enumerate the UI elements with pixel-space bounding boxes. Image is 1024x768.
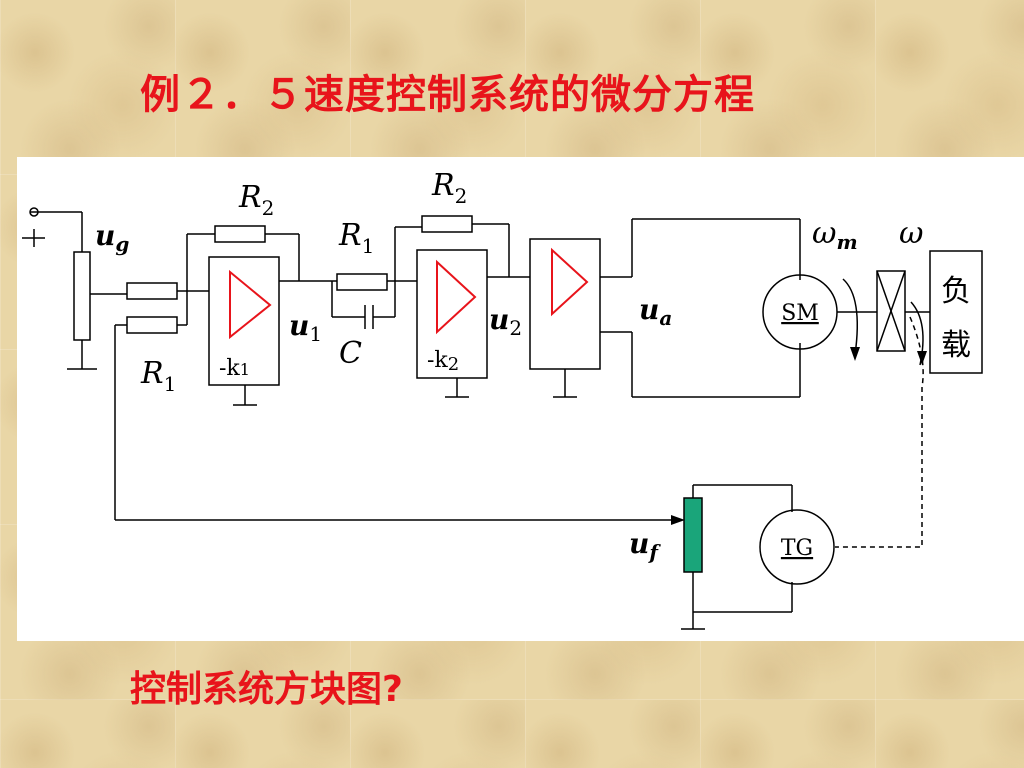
label-k1: -k1 <box>219 356 250 381</box>
label-k2: -k2 <box>427 348 459 375</box>
label-r1-bottom: R1 <box>140 356 176 396</box>
amplifier-k2-triangle <box>436 259 477 335</box>
amplifier-k2 <box>416 249 488 379</box>
label-uf: uf <box>629 527 661 564</box>
label-ua: ua <box>639 293 672 330</box>
label-omega-m: ωm <box>812 216 858 254</box>
label-u2: u2 <box>489 303 522 340</box>
page-title: 例２．５速度控制系统的微分方程 <box>140 72 755 118</box>
resistor-r2-amp1 <box>214 225 266 243</box>
question-text: 控制系统方块图? <box>130 669 403 710</box>
circuit-diagram-panel: ug R2 R1 R2 R1 C u1 u2 ua uf -k1 -k2 SM … <box>17 157 1024 641</box>
circuit-diagram: ug R2 R1 R2 R1 C u1 u2 ua uf -k1 -k2 SM … <box>22 168 983 630</box>
label-load-2: 载 <box>941 328 971 363</box>
resistor-r1-mid <box>336 273 388 291</box>
label-u1: u1 <box>289 309 322 346</box>
label-tg: TG <box>781 536 813 561</box>
label-ug: ug <box>95 219 129 256</box>
gearbox <box>876 270 906 352</box>
label-capacitor: C <box>339 336 362 371</box>
label-r1-mid: R1 <box>338 218 374 258</box>
label-r2-top2: R2 <box>431 168 467 208</box>
amplifier-k1-triangle <box>229 269 272 340</box>
tachogenerator-tg <box>759 509 835 585</box>
resistor-r2-amp2 <box>421 215 473 233</box>
load-box <box>929 250 983 374</box>
amplifier-k1 <box>208 256 280 386</box>
resistor-r1-input <box>126 282 178 300</box>
label-r2-top1: R2 <box>238 180 274 220</box>
label-omega: ω <box>899 216 923 251</box>
resistor-r1-feedback <box>126 316 178 334</box>
feedback-potentiometer <box>683 497 703 573</box>
label-load-1: 负 <box>941 274 971 309</box>
power-amplifier-triangle <box>551 247 589 317</box>
power-amplifier <box>529 238 601 370</box>
label-sm: SM <box>781 301 819 326</box>
input-potentiometer <box>73 251 91 341</box>
